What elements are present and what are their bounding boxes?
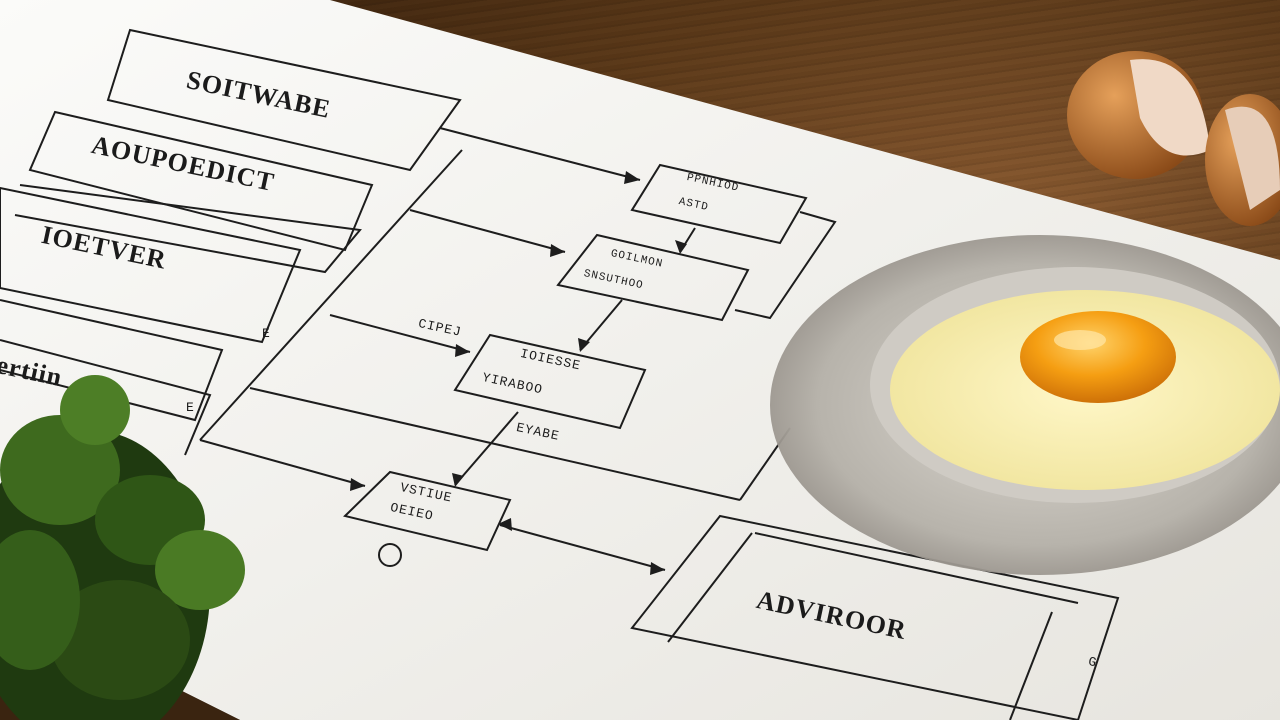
- herb-leaves: [0, 375, 245, 720]
- arrow-heads: [350, 171, 687, 575]
- annotation-4: E: [186, 400, 195, 415]
- eggshells: [1067, 51, 1280, 226]
- annotation-3: E: [262, 326, 271, 341]
- flour-egg: [770, 235, 1280, 575]
